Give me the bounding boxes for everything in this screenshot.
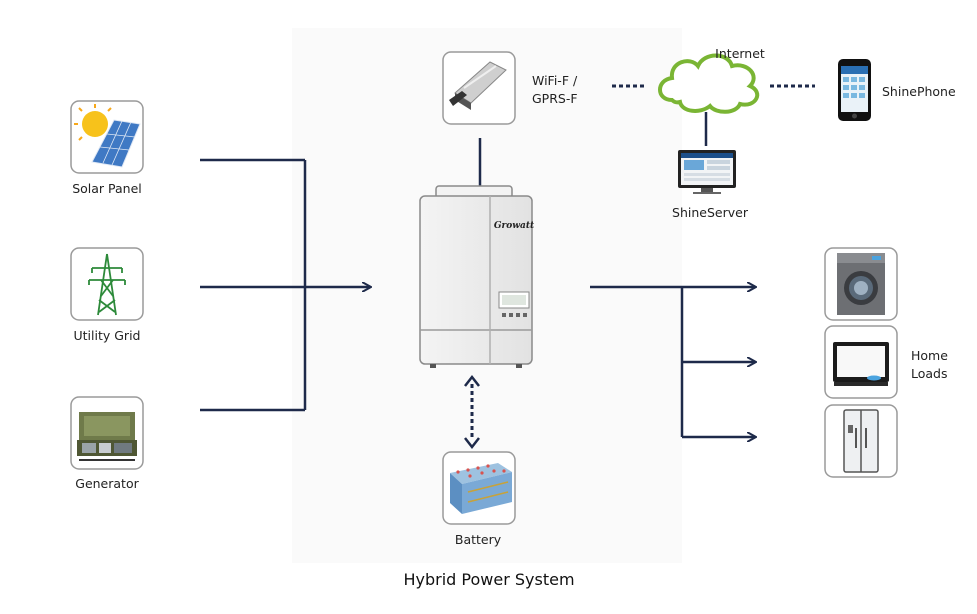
battery-bidirectional-arrow [464,374,480,450]
television-icon [824,325,898,399]
battery-label: Battery [454,532,502,547]
wifi-label-line2: GPRS-F [532,91,578,106]
home-loads-label-line1: Home [911,348,948,363]
hybrid-inverter [419,185,533,368]
utility-grid-label: Utility Grid [73,328,141,343]
output-connectors [590,287,755,437]
shinephone-icon [838,59,871,121]
internet-cloud-icon [658,53,760,114]
generator-label: Generator [75,476,139,491]
utility-grid-icon [70,247,144,321]
home-loads-label-line2: Loads [911,366,948,381]
internet-label: Internet [715,46,765,61]
shineserver-label: ShineServer [672,205,748,220]
input-connectors [200,158,370,412]
battery-icon [442,451,516,525]
refrigerator-icon [824,404,898,478]
generator-icon [70,396,144,470]
solar-panel-icon [70,100,144,174]
wifi-label-line1: WiFi-F / [532,73,578,88]
inverter-brand-label: Growatt [494,221,535,231]
wifi-module-icon [442,51,516,125]
shinephone-label: ShinePhone [882,84,956,99]
solar-panel-label: Solar Panel [72,181,142,196]
diagram-title: Hybrid Power System [403,570,575,589]
shineserver-icon [678,150,736,194]
washing-machine-icon [824,247,898,321]
